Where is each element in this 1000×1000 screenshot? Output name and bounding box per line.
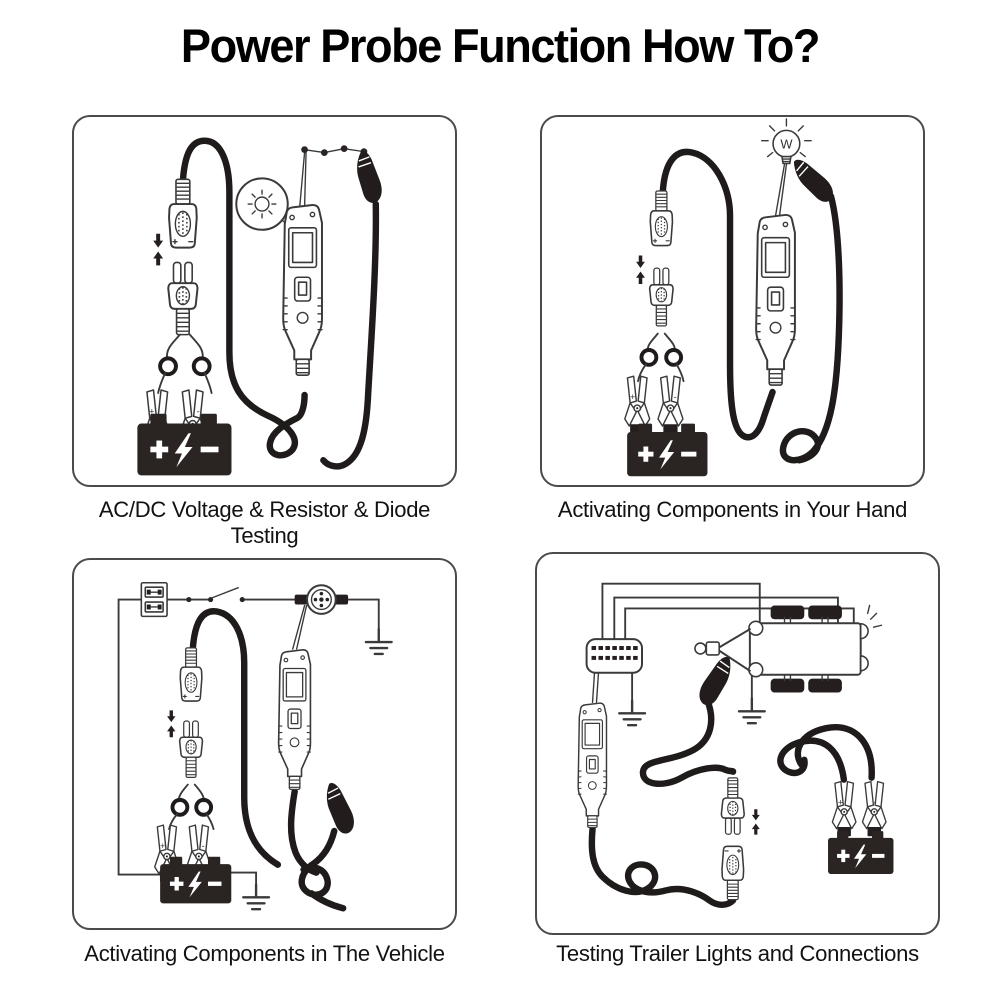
svg-text:-: - <box>874 797 877 807</box>
motor-icon <box>293 584 350 615</box>
svg-text:+: + <box>838 797 843 807</box>
caption-trailer-testing: Testing Trailer Lights and Connections <box>556 941 919 966</box>
test-wire <box>301 145 368 156</box>
svg-text:+: + <box>630 392 635 402</box>
ground-symbol-icon <box>618 697 766 727</box>
page-title: Power Probe Function How To? <box>180 19 821 72</box>
probe-tip <box>298 151 307 209</box>
svg-text:+: + <box>149 407 154 417</box>
power-probe-icon <box>755 213 796 387</box>
trailer-diagram: + - <box>577 582 894 909</box>
quick-connector-icon <box>153 178 213 394</box>
alligator-clip-icon <box>354 148 384 205</box>
panel-trailer-testing: + - <box>535 552 940 935</box>
quick-connector-icon <box>636 190 685 383</box>
alligator-clip-icon <box>788 151 839 209</box>
hand-diagram: W + - <box>624 118 843 477</box>
fuse-box-icon <box>140 581 168 618</box>
panel-activate-hand: W + - <box>540 115 925 487</box>
quick-connector-icon <box>720 777 760 901</box>
clip-lead-cable <box>320 200 380 470</box>
circuit-wire <box>117 598 380 886</box>
acdc-diagram: + - <box>137 137 384 476</box>
clamp-lead-cable <box>777 723 875 783</box>
caption-activate-hand: Activating Components in Your Hand <box>557 497 908 522</box>
svg-text:W: W <box>780 137 793 152</box>
trailer-icon <box>694 604 883 693</box>
probe-tip <box>292 604 308 650</box>
alligator-clip-icon <box>695 651 736 710</box>
probe-tip <box>591 672 600 704</box>
probe-power-cable <box>588 825 737 909</box>
battery-clamp-icon: + - <box>624 375 684 435</box>
caption-acdc-testing: AC/DC Voltage & Resistor & Diode Testing <box>98 497 431 548</box>
caption-activate-vehicle: Activating Components in The Vehicle <box>84 941 445 966</box>
battery-clamp-icon: + - <box>831 780 887 837</box>
switch-icon <box>186 587 245 603</box>
battery-clamp-icon: + - <box>154 824 212 883</box>
panel-activate-vehicle: + - <box>72 558 457 930</box>
svg-text:-: - <box>674 392 677 402</box>
battery-clamp-icon: + - <box>143 389 207 452</box>
battery-icon <box>828 831 894 874</box>
vehicle-diagram: + - <box>117 581 393 912</box>
panel-acdc-testing: + - <box>72 115 457 487</box>
probe-power-cable <box>659 148 776 441</box>
svg-text:+: + <box>160 841 165 851</box>
trailer-plug-icon <box>585 638 643 674</box>
power-probe-icon <box>577 702 608 829</box>
clip-lead-cable <box>779 192 843 464</box>
alligator-clip-icon <box>322 779 358 837</box>
svg-text:-: - <box>197 407 200 417</box>
probe-tip <box>774 163 788 217</box>
bulb-icon: W <box>760 118 812 165</box>
power-probe-icon <box>277 649 312 791</box>
power-probe-icon <box>282 204 323 377</box>
indicator-light-icon <box>235 177 293 231</box>
clip-lead-cable <box>298 827 347 912</box>
clip-lead-cable <box>639 697 737 787</box>
quick-connector-icon <box>167 647 215 831</box>
svg-text:-: - <box>202 841 205 851</box>
probe-power-cable <box>179 137 308 459</box>
